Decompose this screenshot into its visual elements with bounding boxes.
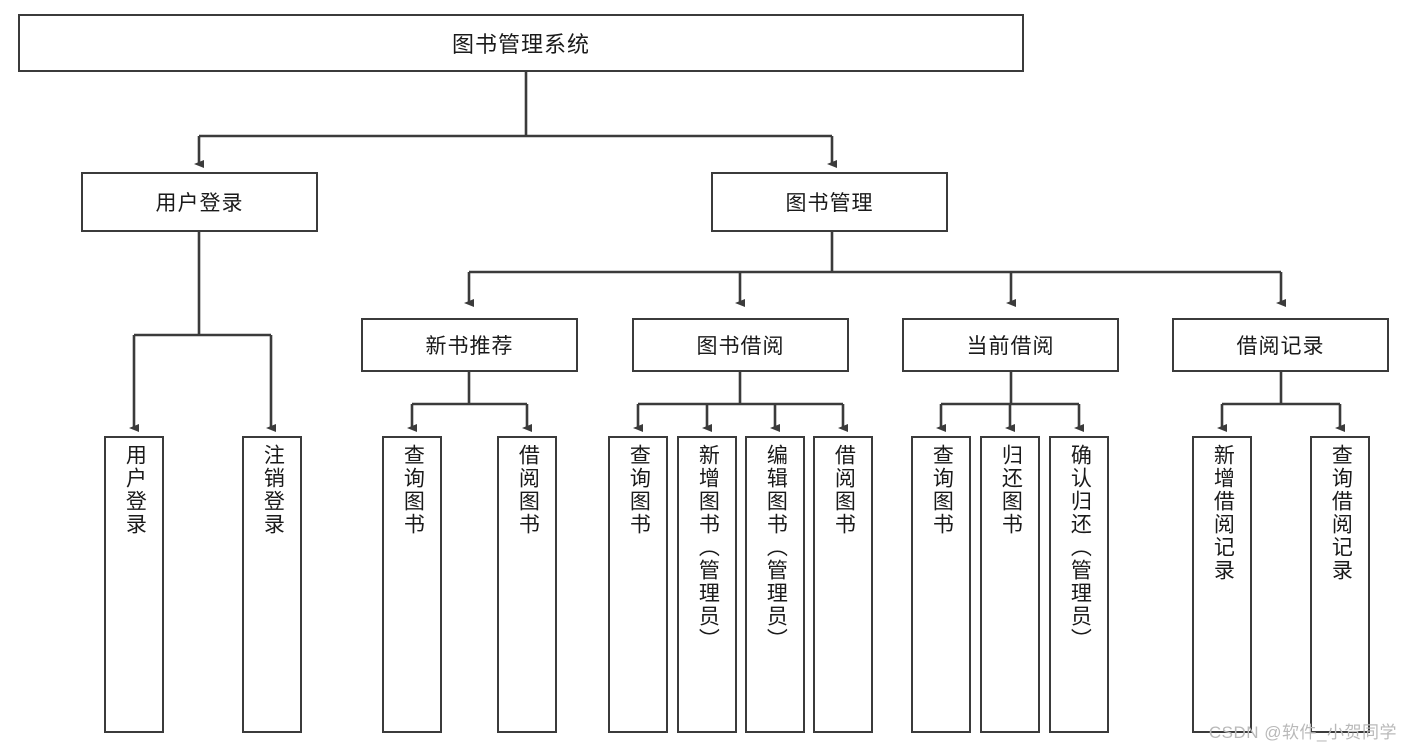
node-book-management[interactable]: 图书管理	[711, 172, 948, 232]
node-book-management-label: 图书管理	[785, 192, 874, 215]
node-book-borrow-label: 图书借阅	[696, 335, 785, 358]
node-leaf-logout[interactable]: 注销登录	[242, 436, 302, 733]
node-current-borrow[interactable]: 当前借阅	[902, 318, 1119, 372]
node-borrow-record[interactable]: 借阅记录	[1172, 318, 1389, 372]
node-new-book-recommend-label: 新书推荐	[425, 335, 514, 358]
node-leaf-query-book-recommend-label: 查询图书	[401, 444, 425, 536]
node-leaf-user-login[interactable]: 用户登录	[104, 436, 164, 733]
node-leaf-query-book-current[interactable]: 查询图书	[911, 436, 971, 733]
node-leaf-query-book-recommend[interactable]: 查询图书	[382, 436, 442, 733]
node-leaf-add-book-admin-label: 新增图书（管理员）	[696, 444, 720, 651]
node-leaf-borrow-book-label: 借阅图书	[832, 444, 856, 536]
node-leaf-query-book-label: 查询图书	[627, 444, 651, 536]
node-user-login[interactable]: 用户登录	[81, 172, 318, 232]
node-leaf-borrow-book[interactable]: 借阅图书	[813, 436, 873, 733]
node-leaf-return-book[interactable]: 归还图书	[980, 436, 1040, 733]
node-leaf-query-borrow-record-label: 查询借阅记录	[1329, 444, 1353, 582]
node-borrow-record-label: 借阅记录	[1236, 335, 1325, 358]
node-leaf-borrow-book-recommend[interactable]: 借阅图书	[497, 436, 557, 733]
node-leaf-edit-book-admin[interactable]: 编辑图书（管理员）	[745, 436, 805, 733]
node-leaf-edit-book-admin-label: 编辑图书（管理员）	[764, 444, 788, 651]
node-root-book-management-system[interactable]: 图书管理系统	[18, 14, 1024, 72]
node-new-book-recommend[interactable]: 新书推荐	[361, 318, 578, 372]
node-leaf-borrow-book-recommend-label: 借阅图书	[516, 444, 540, 536]
node-root-label: 图书管理系统	[451, 32, 590, 57]
node-leaf-query-book[interactable]: 查询图书	[608, 436, 668, 733]
node-leaf-query-borrow-record[interactable]: 查询借阅记录	[1310, 436, 1370, 733]
node-leaf-user-login-label: 用户登录	[123, 444, 147, 536]
node-leaf-return-book-label: 归还图书	[999, 444, 1023, 536]
node-leaf-add-borrow-record[interactable]: 新增借阅记录	[1192, 436, 1252, 733]
node-leaf-query-book-current-label: 查询图书	[930, 444, 954, 536]
node-leaf-confirm-return-admin-label: 确认归还（管理员）	[1068, 444, 1092, 651]
node-leaf-add-borrow-record-label: 新增借阅记录	[1211, 444, 1235, 582]
watermark-text: CSDN @软件_小贺同学	[1208, 723, 1397, 742]
node-leaf-add-book-admin[interactable]: 新增图书（管理员）	[677, 436, 737, 733]
node-current-borrow-label: 当前借阅	[966, 335, 1055, 358]
node-leaf-logout-label: 注销登录	[261, 444, 285, 536]
node-user-login-label: 用户登录	[155, 192, 244, 215]
node-book-borrow[interactable]: 图书借阅	[632, 318, 849, 372]
node-leaf-confirm-return-admin[interactable]: 确认归还（管理员）	[1049, 436, 1109, 733]
